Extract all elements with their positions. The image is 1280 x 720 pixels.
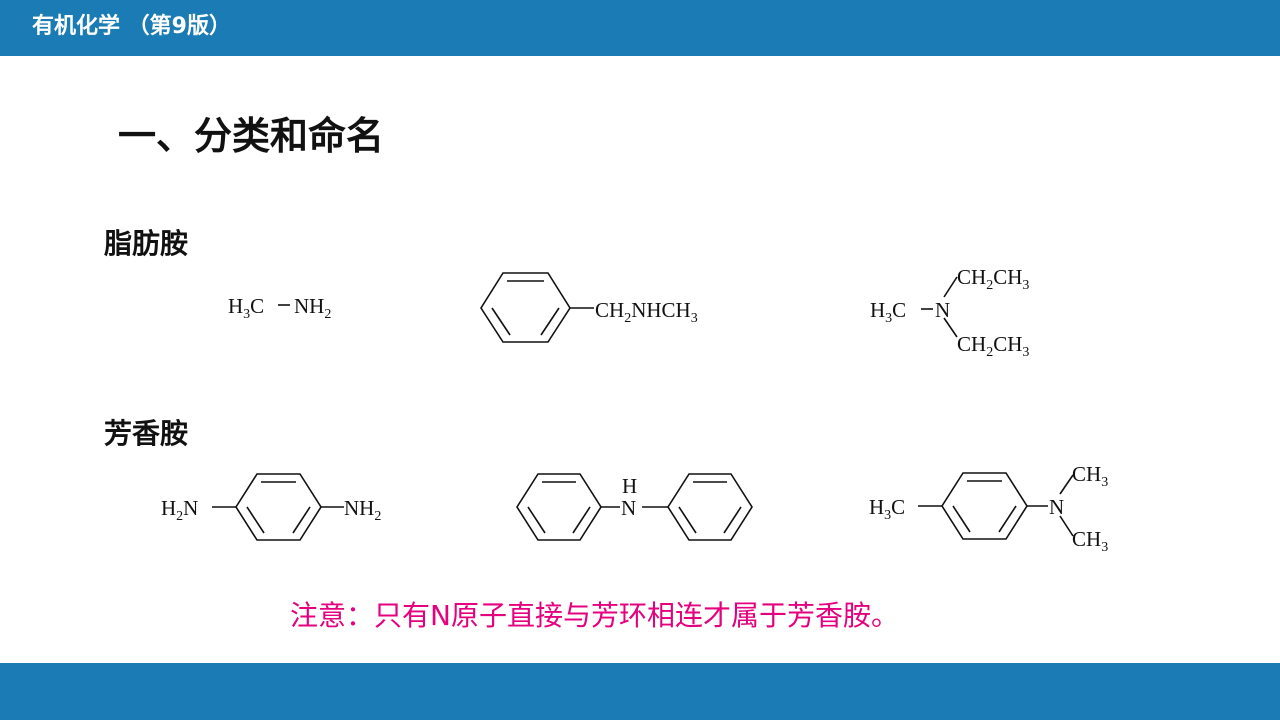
benzene-ring-phenylenediamine — [212, 473, 344, 541]
diphenylamine-h-label: H — [622, 474, 637, 498]
methyl-diethyl-lower-ethyl: CH2CH3 — [957, 332, 1029, 360]
benzene-ring-toluidine — [918, 472, 1074, 540]
category-aliphatic-amines: 脂肪胺 — [104, 227, 189, 260]
bonds-methyl-diethylamine — [921, 276, 958, 338]
category-aromatic-amines: 芳香胺 — [104, 417, 189, 450]
bottom-banner — [0, 663, 1280, 720]
benzene-ring-diphenyl-right — [642, 473, 753, 541]
methyl-diethyl-upper-ethyl: CH2CH3 — [957, 265, 1029, 293]
methylamine-left-label: H3C — [228, 294, 264, 322]
toluidine-methyl-label: H3C — [869, 495, 905, 523]
diphenylamine-n-label: N — [621, 496, 636, 520]
phenylenediamine-right-label: NH2 — [344, 496, 381, 524]
benzene-ring-benzylamine — [480, 272, 594, 343]
methyl-diethyl-ch3-label: H3C — [870, 298, 906, 326]
top-banner: 有机化学 （第9版） — [0, 0, 1280, 56]
toluidine-upper-methyl: CH3 — [1072, 462, 1108, 490]
benzylamine-label: CH2NHCH3 — [595, 298, 698, 326]
phenylenediamine-left-label: H2N — [161, 496, 198, 524]
note-text: 注意：只有N原子直接与芳环相连才属于芳香胺。 — [290, 599, 899, 632]
benzene-ring-diphenyl-left — [516, 473, 620, 541]
methylamine-right-label: NH2 — [294, 294, 331, 322]
methyl-diethyl-n-label: N — [935, 298, 950, 322]
toluidine-n-label: N — [1049, 495, 1064, 519]
toluidine-lower-methyl: CH3 — [1072, 527, 1108, 555]
section-title: 一、分类和命名 — [118, 114, 385, 158]
course-title: 有机化学 （第9版） — [32, 14, 231, 39]
